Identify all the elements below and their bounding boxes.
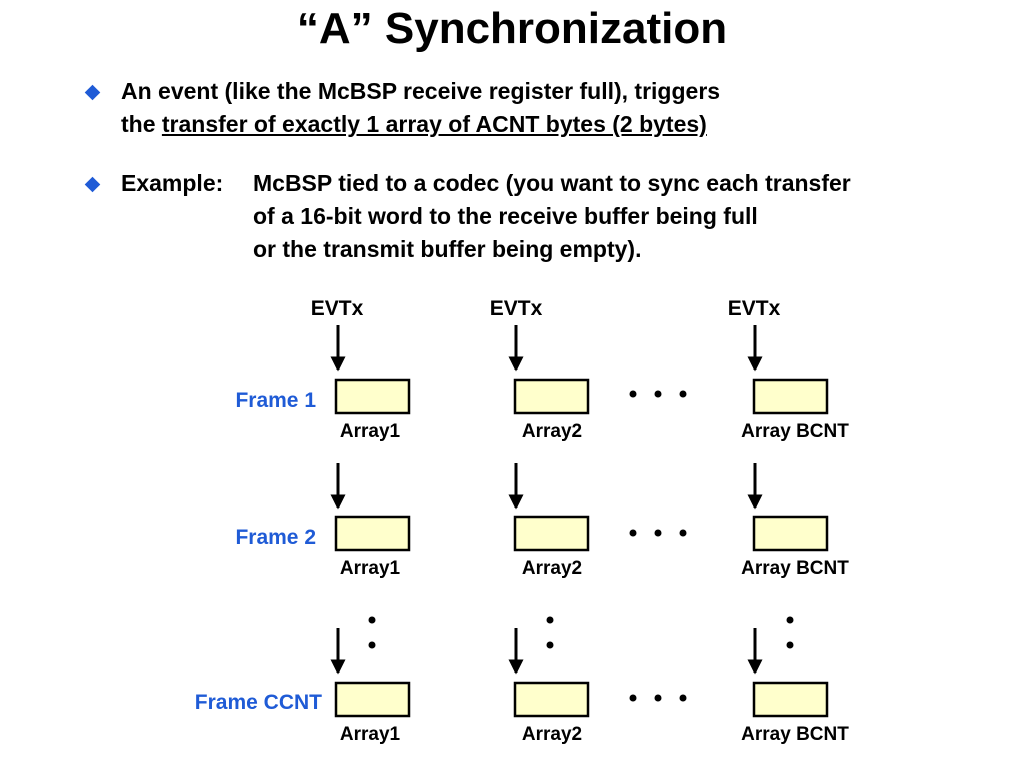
array-label: Array1	[340, 724, 401, 745]
bullet-1-line-2: the transfer of exactly 1 array of ACNT …	[121, 108, 720, 141]
array-label: Array1	[340, 558, 401, 579]
horizontal-ellipsis-icon	[629, 529, 687, 537]
bullet-2-line-3: or the transmit buffer being empty).	[253, 236, 642, 262]
vertical-ellipsis-icon	[546, 616, 554, 649]
bullet-2-line-2: of a 16-bit word to the receive buffer b…	[253, 203, 758, 229]
page-title: “A” Synchronization	[296, 4, 728, 53]
array-box	[334, 378, 411, 415]
horizontal-ellipsis-icon	[629, 694, 687, 702]
horizontal-ellipsis-icon	[629, 390, 687, 398]
frame-label-ccnt: Frame CCNT	[195, 691, 322, 714]
array-box	[334, 515, 411, 552]
bullet-1-underlined-text: transfer of exactly 1 array of ACNT byte…	[161, 111, 707, 137]
frame-label-2: Frame 2	[235, 526, 316, 549]
array-label: Array BCNT	[741, 558, 849, 579]
array-box	[334, 681, 411, 718]
array-label: Array2	[522, 421, 582, 442]
array-label: Array2	[522, 558, 582, 579]
event-label-2: EVTx	[490, 297, 543, 320]
array-box	[752, 515, 829, 552]
array-box	[513, 515, 590, 552]
bullet-2-text: McBSP tied to a codec (you want to sync …	[253, 167, 851, 266]
vertical-ellipsis-icon	[786, 616, 794, 649]
array-box	[752, 681, 829, 718]
array-label: Array2	[522, 724, 582, 745]
array-label: Array1	[340, 421, 401, 442]
bullet-1-line-1: An event (like the McBSP receive registe…	[121, 78, 721, 104]
array-box	[513, 378, 590, 415]
bullet-1-line-2-prefix: the	[121, 111, 162, 137]
array-box	[752, 378, 829, 415]
array-label: Array BCNT	[741, 724, 849, 745]
vertical-ellipsis-icon	[368, 616, 376, 649]
event-label-1: EVTx	[311, 297, 364, 320]
frame-label-1: Frame 1	[235, 389, 316, 412]
array-label: Array BCNT	[741, 421, 849, 442]
bullet-1-text: An event (like the McBSP receive registe…	[121, 75, 720, 141]
bullet-2-lead: Example:	[121, 170, 224, 196]
event-label-3: EVTx	[728, 297, 781, 320]
array-box	[513, 681, 590, 718]
bullet-2-line-1: McBSP tied to a codec (you want to sync …	[253, 170, 851, 196]
